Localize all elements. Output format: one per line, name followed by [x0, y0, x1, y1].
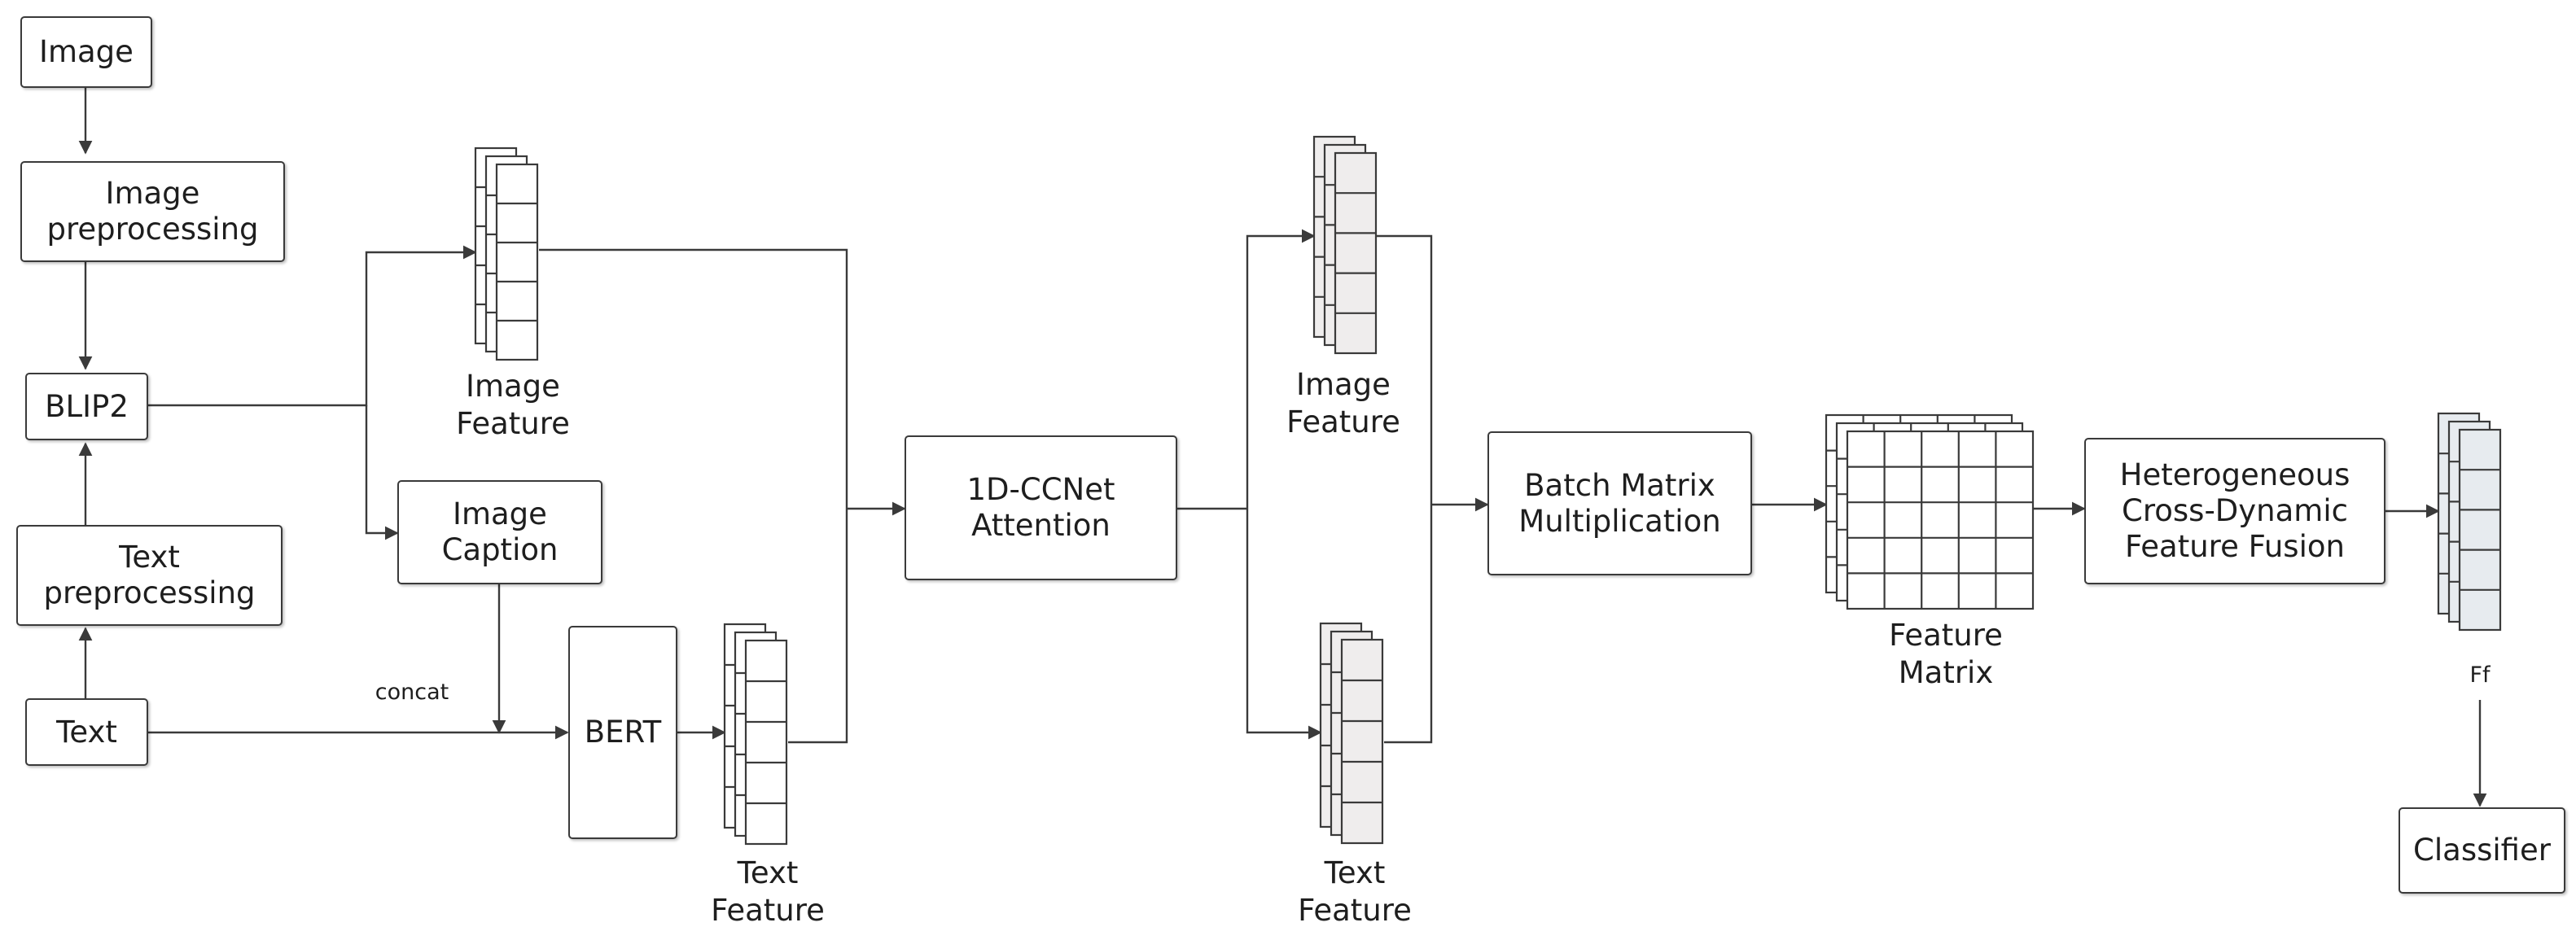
- text-feature-label-1: Text Feature: [711, 855, 825, 928]
- text-feature-label-2: Text Feature: [1298, 855, 1412, 928]
- text-feature-stack-2-layer: [1340, 638, 1384, 845]
- image-feature-label-1: Image Feature: [456, 369, 570, 441]
- text-feature-stack-1-layer: [744, 639, 788, 846]
- image-feature-stack-2: [1312, 135, 1378, 355]
- line-text-feature-to-ccnet: [788, 509, 848, 744]
- concat-label: concat: [375, 680, 449, 705]
- image-preprocessing-box: Image preprocessing: [20, 161, 285, 262]
- batch-matrix-multiplication-box: Batch Matrix Multiplication: [1487, 431, 1752, 575]
- connectors: [78, 88, 2487, 807]
- arrow-blip2-to-caption: [365, 405, 399, 540]
- image-feature-stack-1-layer: [495, 163, 539, 361]
- line-image-feature-to-bmm: [1376, 234, 1433, 505]
- feature-matrix-label: Feature Matrix: [1889, 618, 2003, 690]
- ff-feature-stack: [2437, 412, 2502, 632]
- text-preprocessing-box: Text preprocessing: [16, 525, 283, 626]
- classifier-box: Classifier: [2399, 807, 2565, 894]
- ff-label: Ff: [2469, 662, 2491, 688]
- line-image-feature-to-ccnet: [539, 248, 848, 509]
- arrow-ccnet-to-text-feature: [1246, 509, 1322, 740]
- image-feature-label-2: Image Feature: [1286, 367, 1400, 439]
- image-caption-box: Image Caption: [397, 480, 602, 584]
- feature-stacks: [474, 135, 2502, 846]
- image-feature-stack-2-layer: [1334, 151, 1378, 355]
- text-input-box: Text: [25, 698, 148, 766]
- arrow-ccnet-to-image-feature: [1246, 229, 1316, 509]
- bert-box: BERT: [568, 626, 677, 839]
- feature-matrix-layer: [1846, 430, 2035, 610]
- hcdff-box: Heterogeneous Cross-Dynamic Feature Fusi…: [2084, 438, 2385, 584]
- feature-matrix-stack: [1825, 413, 2035, 610]
- blip2-box: BLIP2: [25, 373, 148, 440]
- text-feature-stack-1: [723, 623, 788, 846]
- arrow-blip2-to-image-feature: [148, 245, 477, 407]
- line-text-feature-to-bmm: [1384, 505, 1433, 744]
- text-feature-stack-2: [1319, 622, 1384, 845]
- ccnet-attention-box: 1D-CCNet Attention: [905, 435, 1177, 580]
- ff-feature-stack-layer: [2458, 428, 2502, 632]
- image-input-box: Image: [20, 16, 152, 88]
- image-feature-stack-1: [474, 146, 539, 361]
